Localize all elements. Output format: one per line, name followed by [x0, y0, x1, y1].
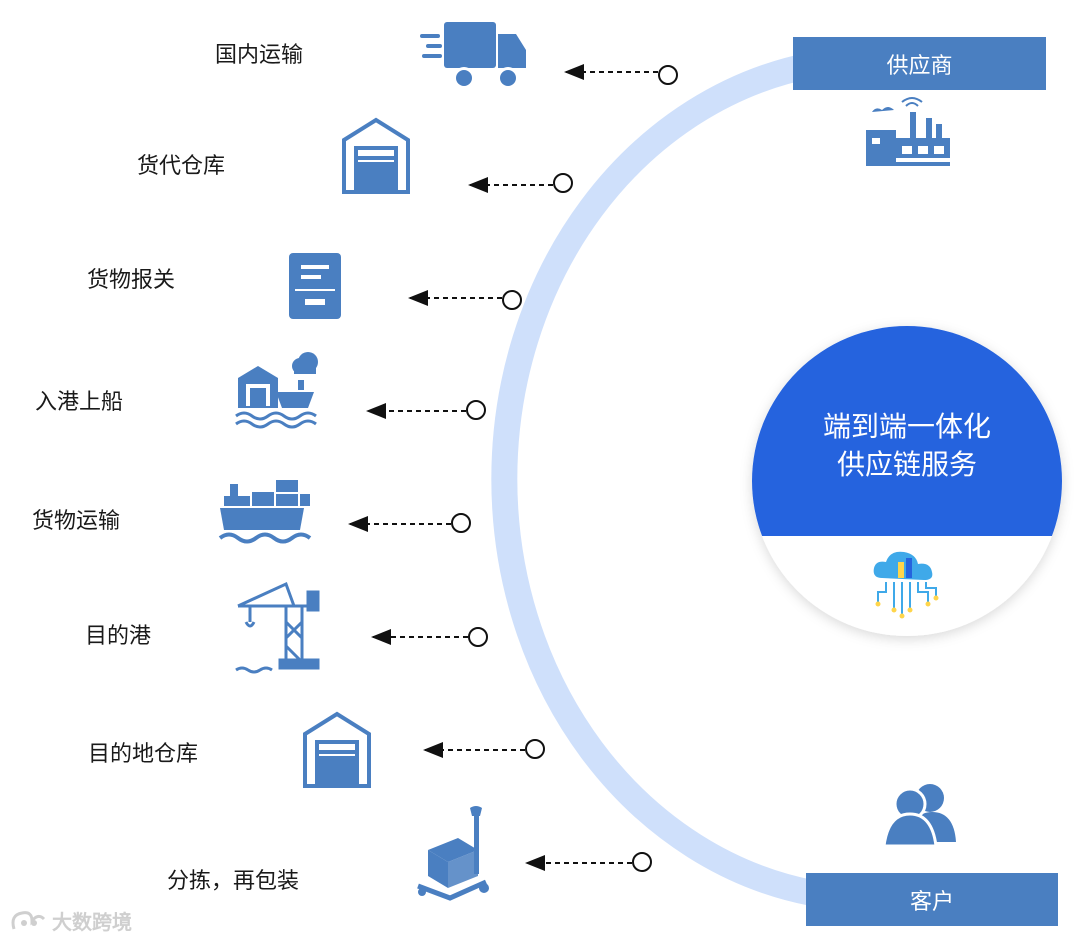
customer-bar: 客户: [806, 873, 1058, 926]
step-connector: [468, 173, 573, 193]
flow-arc: [491, 52, 815, 906]
step-connector: [564, 64, 678, 85]
cloud-network-icon: [873, 551, 939, 619]
hub-title-line2: 供应链服务: [836, 448, 977, 481]
users-icon: [882, 784, 956, 848]
factory-icon: [866, 97, 950, 166]
step-label: 目的港: [85, 624, 152, 649]
warehouse-icon: [342, 117, 410, 194]
step-label: 目的地仓库: [88, 742, 199, 767]
supplier-label: 供应商: [886, 53, 953, 79]
step-connector: [348, 513, 471, 533]
port-loading-icon: [235, 352, 318, 429]
delivery-truck-icon: [420, 22, 526, 89]
file-cabinet-icon: [289, 253, 341, 319]
customer-label: 客户: [909, 889, 954, 915]
step-connector: [371, 627, 488, 647]
step-label: 货代仓库: [137, 154, 226, 179]
hub-circle: [752, 326, 1062, 636]
hub-title: 端到端一体化 供应链服务: [752, 408, 1062, 484]
step-label: 货物报关: [87, 268, 176, 293]
pallet-jack-icon: [417, 806, 489, 901]
step-label: 国内运输: [215, 43, 304, 68]
watermark-text: 大数跨境: [52, 910, 132, 934]
port-crane-icon: [235, 581, 320, 674]
step-connector: [408, 290, 522, 310]
step-label: 货物运输: [32, 509, 121, 534]
step-label: 入港上船: [35, 390, 124, 415]
watermark: 大数跨境: [10, 906, 132, 935]
step-label: 分拣，再包装: [167, 869, 300, 894]
step-connector: [423, 739, 545, 759]
step-connector: [525, 852, 652, 872]
cargo-ship-icon: [218, 480, 312, 544]
warehouse-icon: [303, 711, 371, 788]
hub-title-line1: 端到端一体化: [822, 410, 991, 443]
step-connector: [366, 400, 486, 420]
supplier-bar: 供应商: [793, 37, 1046, 90]
watermark-logo-icon: [11, 910, 46, 929]
